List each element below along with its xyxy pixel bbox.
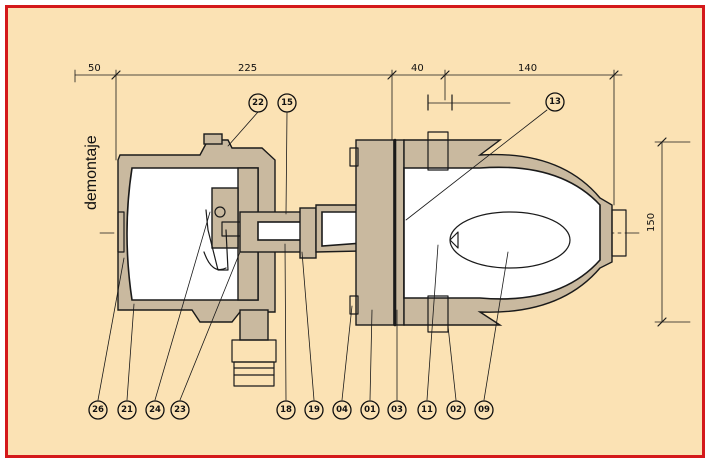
callout-23: 23	[170, 400, 190, 420]
dimension-labels: 50 225 40 140 150	[88, 63, 657, 232]
dim-50: 50	[88, 63, 101, 74]
demontaje-label: demontaje	[83, 135, 100, 210]
callout-19: 19	[304, 400, 324, 420]
dimension-lines	[74, 69, 691, 327]
svg-text:22: 22	[252, 98, 264, 108]
svg-text:26: 26	[92, 405, 104, 415]
callout-15: 15	[277, 93, 297, 113]
callout-24: 24	[145, 400, 165, 420]
callout-26: 26	[88, 400, 108, 420]
svg-text:13: 13	[549, 97, 561, 107]
callout-03: 03	[387, 400, 407, 420]
right-float-chamber	[403, 131, 627, 333]
callout-13: 13	[545, 92, 565, 112]
svg-text:11: 11	[421, 405, 433, 415]
callout-01: 01	[360, 400, 380, 420]
svg-text:01: 01	[364, 405, 376, 415]
leader-lines	[97, 109, 548, 401]
svg-text:21: 21	[121, 405, 133, 415]
svg-text:23: 23	[174, 405, 186, 415]
svg-text:03: 03	[391, 405, 403, 415]
central-coupling	[231, 207, 317, 387]
callout-18: 18	[276, 400, 296, 420]
callout-02: 02	[446, 400, 466, 420]
callout-22: 22	[248, 93, 268, 113]
callout-04: 04	[332, 400, 352, 420]
svg-text:15: 15	[281, 98, 293, 108]
dim-225: 225	[238, 63, 257, 74]
callout-21: 21	[117, 400, 137, 420]
dim-140: 140	[518, 63, 537, 74]
svg-text:19: 19	[308, 405, 320, 415]
callout-09: 09	[474, 400, 494, 420]
svg-text:09: 09	[478, 405, 490, 415]
dim-150: 150	[646, 213, 657, 232]
svg-text:02: 02	[450, 405, 462, 415]
svg-text:18: 18	[280, 405, 292, 415]
flange-assembly	[349, 138, 405, 327]
dim-40: 40	[411, 63, 424, 74]
svg-text:04: 04	[336, 405, 348, 415]
callout-11: 11	[417, 400, 437, 420]
svg-text:24: 24	[149, 405, 161, 415]
